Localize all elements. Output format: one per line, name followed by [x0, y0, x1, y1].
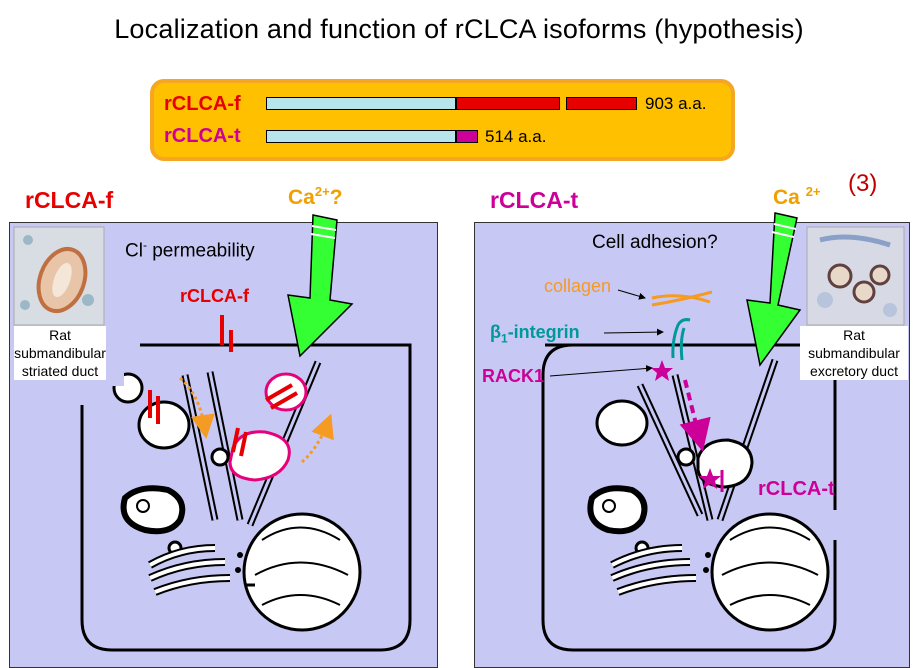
right-function-text: Cell adhesion?: [592, 232, 718, 253]
bar-full-common: [266, 97, 456, 110]
left-function-text: Cl- permeability: [125, 238, 255, 262]
isoform-legend: [150, 79, 735, 161]
legend-length-full: 903 a.a.: [645, 94, 707, 113]
left-cell-membrane: [80, 343, 412, 652]
right-photo-caption: Rat submandibular excretory duct: [800, 326, 908, 380]
right-panel-title: rCLCA-t: [490, 187, 579, 213]
collagen-label: collagen: [544, 276, 612, 296]
page-title: Localization and function of rCLCA isofo…: [114, 14, 804, 44]
rack1-label: RACK1: [482, 366, 545, 386]
left-calcium-label: Ca2+?: [288, 184, 343, 209]
collagen-fibers: [651, 294, 711, 304]
left-panel-title: rCLCA-f: [25, 187, 114, 213]
left-photo-caption: Rat submandibular striated duct: [14, 326, 106, 380]
left-tissue-photo: [13, 226, 105, 326]
left-calcium-arrow: [287, 214, 354, 358]
right-tissue-photo: [806, 226, 905, 326]
left-rclca-f-marks: [148, 315, 298, 457]
bar-full-red-2: [566, 97, 637, 110]
legend-length-truncated: 514 a.a.: [485, 127, 547, 146]
bar-truncated-magenta: [456, 130, 478, 143]
right-protein-label: rCLCA-t: [758, 478, 835, 500]
panel-number: (3): [848, 170, 878, 197]
bar-truncated-common: [266, 130, 456, 143]
right-calcium-label: Ca 2+: [773, 184, 821, 209]
rack1-star-vesicle: [699, 468, 721, 489]
integrin-label: β1-integrin: [490, 322, 580, 346]
bar-full-red-1: [456, 97, 560, 110]
integrin-shape: [671, 318, 691, 359]
legend-label-truncated: rCLCA-t: [164, 125, 241, 147]
rack1-star: [651, 360, 673, 381]
right-calcium-arrow: [746, 212, 802, 367]
left-protein-label: rCLCA-f: [180, 286, 249, 306]
legend-label-full: rCLCA-f: [164, 93, 241, 115]
